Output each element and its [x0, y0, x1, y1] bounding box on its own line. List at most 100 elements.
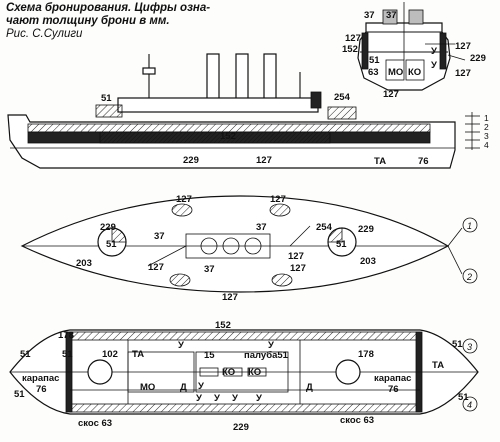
lower-label-178b: 178 — [358, 349, 374, 360]
lower-label-76a: 76 — [36, 384, 47, 395]
lower-label-u1: У — [178, 340, 184, 351]
upper-label-51a: 51 — [106, 239, 117, 250]
caption-credit: Рис. С.Сулиги — [6, 28, 83, 40]
lower-label-carapace-aft: карапас — [374, 373, 411, 384]
upper-label-127d: 127 — [288, 251, 304, 262]
lower-label-deck51: палуба51 — [244, 350, 289, 361]
lower-label-178a: 178 — [58, 330, 74, 341]
upper-label-203b: 203 — [360, 256, 376, 267]
marker-2: 2 — [466, 272, 472, 282]
upper-label-37b: 37 — [256, 222, 267, 233]
profile-aft-turret — [327, 106, 357, 120]
upper-label-127f: 127 — [222, 292, 238, 303]
section-funnel-left — [382, 9, 398, 25]
marker-4: 4 — [467, 400, 472, 410]
profile-funnel-3 — [263, 53, 277, 105]
lower-label-u7: У — [214, 393, 220, 404]
profile-label-76: 76 — [418, 156, 429, 167]
upper-label-229b: 229 — [358, 224, 374, 235]
lower-label-bevel-fore: скос 63 — [78, 418, 112, 429]
lower-label-u4: У — [232, 393, 238, 404]
lower-plan-aft-barbette — [335, 359, 361, 385]
lower-label-102: 102 — [102, 349, 118, 360]
marker-leader-1 — [447, 227, 463, 247]
profile-funnel-2 — [235, 53, 249, 105]
lower-plan-boiler-2 — [223, 367, 243, 377]
caption-line-1: Схема бронирования. Цифры озна- — [6, 2, 211, 14]
upper-label-203a: 203 — [76, 258, 92, 269]
lower-label-carapace-fore: карапас — [22, 373, 59, 384]
marker-circle-3 — [462, 338, 478, 354]
side-profile: 51 254 152 229 127 ТА 76 1 2 3 4 — [7, 53, 489, 169]
section-label-u-top: У — [431, 46, 437, 57]
lower-label-bevel-aft: скос 63 — [340, 415, 374, 426]
section-engine-room — [385, 59, 405, 81]
figure-caption: Схема бронирования. Цифры озна- чают тол… — [6, 2, 256, 41]
upper-label-254: 254 — [316, 222, 333, 233]
section-label-152: 152 — [342, 44, 358, 55]
lower-label-u2: У — [268, 340, 274, 351]
profile-label-127: 127 — [256, 155, 272, 166]
profile-level-1: 1 — [484, 113, 489, 123]
section-belt-right — [439, 32, 447, 70]
marker-circle-4 — [462, 396, 478, 412]
section-label-ko: КО — [408, 67, 421, 78]
lower-label-d-fore: Д — [180, 382, 187, 393]
lower-plan-boilers — [195, 351, 289, 393]
marker-circle-2 — [462, 268, 478, 284]
section-label-37b: 37 — [386, 10, 397, 21]
lower-label-u3: У — [198, 381, 204, 392]
profile-conning-tower — [310, 91, 322, 109]
lower-plan-fore-barbette — [87, 359, 113, 385]
upper-plan-aft-armor — [327, 227, 343, 243]
upper-label-51b: 51 — [336, 239, 347, 250]
upper-plan-fore-armor — [111, 227, 127, 243]
section-label-mo: МО — [388, 67, 403, 78]
upper-plan-casemate-1 — [171, 203, 193, 217]
lower-label-u6: У — [196, 393, 202, 404]
section-label-63: 63 — [368, 67, 379, 78]
lower-label-15: 15 — [204, 350, 215, 361]
lower-label-51c: 51 — [452, 339, 463, 350]
lower-plan-upper-belt — [69, 331, 421, 341]
lower-label-ta-aft: ТА — [432, 360, 444, 371]
profile-level-2: 2 — [484, 122, 489, 132]
upper-plan-casemate-4 — [271, 273, 293, 287]
upper-label-127c: 127 — [148, 262, 164, 273]
lower-deck-plan: 178 152 51 51 102 ТА У У 15 палуба51 178… — [9, 320, 479, 433]
lower-label-152: 152 — [215, 320, 231, 331]
lower-plan-boiler-1 — [199, 367, 219, 377]
section-leader-229 — [447, 54, 466, 61]
lower-label-51d: 51 — [14, 389, 25, 400]
cross-section: 37 37 127 152 51 127 229 63 МО КО У 127 … — [342, 2, 486, 100]
profile-label-ta: ТА — [374, 156, 386, 167]
upper-plan-funnel-2 — [222, 237, 240, 255]
section-label-127d: 127 — [383, 89, 399, 100]
profile-funnel-1 — [206, 53, 220, 105]
section-label-u-bottom: У — [431, 60, 437, 71]
lower-label-ta-fore: ТА — [132, 349, 144, 360]
section-belt-left — [361, 32, 369, 70]
upper-plan-casemate-3 — [169, 273, 191, 287]
profile-label-152: 152 — [220, 131, 236, 142]
lower-label-51b: 51 — [62, 349, 73, 360]
section-label-127b: 127 — [455, 41, 471, 52]
upper-deck-plan: 127 127 229 51 37 37 254 51 229 203 203 … — [20, 194, 478, 303]
caption-line-2: чают толщину брони в мм. — [6, 15, 170, 27]
marker-3: 3 — [467, 342, 472, 352]
marker-circle-1 — [462, 217, 478, 233]
lower-label-ko1: КО — [222, 367, 235, 378]
profile-citadel-belt — [99, 131, 331, 144]
marker-1: 1 — [467, 221, 472, 231]
profile-level-3: 3 — [484, 131, 489, 141]
profile-label-229: 229 — [183, 155, 199, 166]
lower-label-51e: 51 — [458, 392, 469, 403]
marker-leader-2 — [447, 245, 463, 275]
upper-plan-hull — [20, 195, 450, 293]
lower-label-76b: 76 — [388, 384, 399, 395]
upper-label-127e: 127 — [290, 263, 306, 274]
upper-label-37a: 37 — [154, 231, 165, 242]
lower-label-51a: 51 — [20, 349, 31, 360]
